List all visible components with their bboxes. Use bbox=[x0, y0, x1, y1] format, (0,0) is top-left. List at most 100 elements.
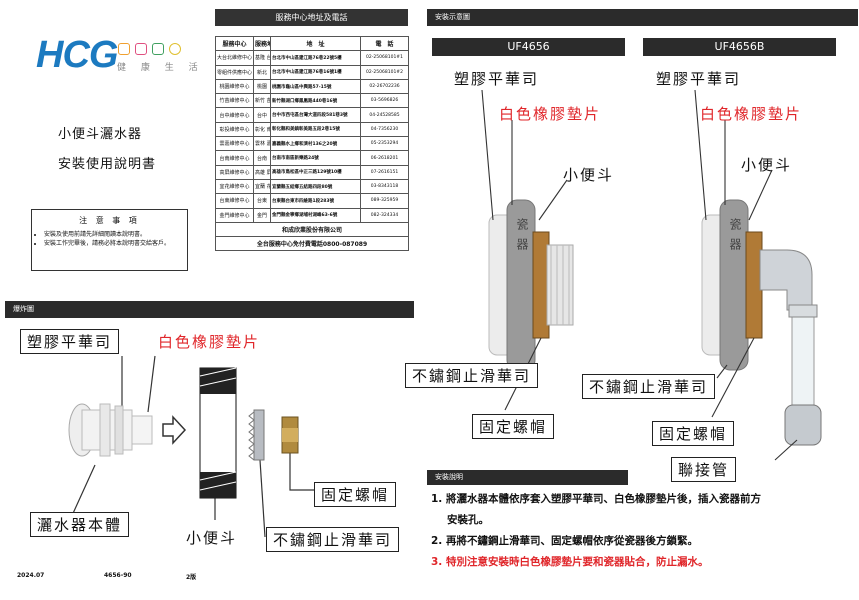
phone-cell: 02-25068101#1 bbox=[360, 50, 409, 66]
label-steel-washer-uf4656b: 不鏽鋼止滑華司 bbox=[582, 374, 716, 399]
region-cell: 彰化 南投 bbox=[253, 121, 271, 138]
leader-line bbox=[694, 89, 707, 221]
address-cell: 桃園市龜山區中興路57-15號 bbox=[270, 78, 361, 95]
region-cell: 台中 bbox=[253, 107, 271, 123]
instructions-steps: 1. 將灑水器本體依序套入塑膠平華司、白色橡膠墊片後，插入瓷器前方 安裝孔。 2… bbox=[431, 489, 841, 573]
ceramic-mark-right: 瓷 器 bbox=[728, 218, 742, 252]
region-cell: 宜蘭 花蓮 bbox=[253, 178, 271, 195]
service-center-cell: 大台北維修中心 bbox=[215, 50, 254, 66]
label-plastic-washer: 塑膠平華司 bbox=[20, 329, 120, 354]
label-urinal-uf4656: 小便斗 bbox=[563, 166, 615, 184]
model-label-uf4656b: UF4656B bbox=[643, 38, 836, 56]
region-cell: 台南 bbox=[253, 150, 271, 166]
service-center-cell: 宜花維修中心 bbox=[215, 178, 254, 195]
leader-line bbox=[748, 169, 773, 221]
brand-tagline: 健 康 生 活 bbox=[117, 63, 204, 73]
table-header-row: 服務中心 服務地區 地 址 電 話 bbox=[215, 35, 409, 52]
service-center-cell: 金門維修中心 bbox=[215, 207, 254, 223]
notice-title: 注 意 事 項 bbox=[79, 216, 140, 225]
footer-code: 4656-90 bbox=[104, 572, 132, 579]
service-center-cell: 桃園維修中心 bbox=[215, 78, 254, 95]
address-cell: 台北市中山區建江路76巷22號5樓 bbox=[270, 50, 361, 66]
urinal-wall-part bbox=[199, 367, 237, 499]
document-title: 小便斗灑水器 bbox=[58, 127, 143, 142]
uf4656-assembly bbox=[488, 199, 574, 371]
brand-icon-2 bbox=[135, 43, 147, 55]
address-cell: 新竹縣湖口鄉鳳凰路440巷16號 bbox=[270, 93, 361, 109]
label-urinal-uf4656b: 小便斗 bbox=[741, 156, 793, 174]
label-steel-washer-uf4656: 不鏽鋼止滑華司 bbox=[405, 363, 539, 388]
instructions-heading: 安裝說明 bbox=[427, 470, 628, 485]
hotline: 全台服務中心免付費電話0800-087089 bbox=[215, 236, 409, 252]
address-cell: 高雄市鳥松區中正三路129號10樓 bbox=[270, 164, 361, 180]
leader-line bbox=[716, 364, 728, 379]
instruction-step: 安裝孔。 bbox=[447, 514, 489, 526]
phone-cell: 05-2353294 bbox=[360, 136, 409, 152]
leader-line bbox=[538, 179, 568, 221]
region-cell: 台東 bbox=[253, 193, 271, 209]
brand-icon-row bbox=[118, 43, 181, 55]
phone-cell: 02-26702236 bbox=[360, 78, 409, 95]
phone-cell: 082-324334 bbox=[360, 207, 409, 223]
region-cell: 新竹 苗栗 bbox=[253, 93, 271, 109]
column-header: 服務地區 bbox=[253, 35, 271, 52]
brand-icon-1 bbox=[118, 43, 130, 55]
label-rubber-gasket-uf4656b: 白色橡膠墊片 bbox=[700, 105, 803, 123]
region-cell: 新北 bbox=[253, 64, 271, 80]
service-center-cell: 台中維修中心 bbox=[215, 107, 254, 123]
address-cell: 台東縣台東市四維路1段283號 bbox=[270, 193, 361, 209]
exploded-heading: 爆炸圖 bbox=[5, 301, 414, 318]
leader-line bbox=[147, 355, 156, 413]
instruction-step: 1. 將灑水器本體依序套入塑膠平華司、白色橡膠墊片後，插入瓷器前方 bbox=[431, 493, 761, 505]
region-cell: 基隆 台北 bbox=[253, 50, 271, 66]
label-rubber-gasket-uf4656: 白色橡膠墊片 bbox=[499, 105, 602, 123]
address-cell: 宜蘭縣五結鄉五結路四段80號 bbox=[270, 178, 361, 195]
brass-nut-part bbox=[281, 416, 299, 454]
uf4656b-assembly bbox=[701, 199, 822, 446]
service-center-cell: 雲嘉維修中心 bbox=[215, 136, 254, 152]
address-cell: 金門縣金寧鄉湖埔村湖峰63-6號 bbox=[270, 207, 361, 223]
leader-line bbox=[289, 440, 315, 491]
leader-line bbox=[774, 439, 798, 461]
region-cell: 高雄 屏東 bbox=[253, 164, 271, 180]
label-nut-uf4656: 固定螺帽 bbox=[472, 414, 555, 439]
address-cell: 嘉義縣水上鄉和濟村136之20號 bbox=[270, 136, 361, 152]
label-nut-uf4656b: 固定螺帽 bbox=[652, 421, 735, 446]
service-center-cell: 台東維修中心 bbox=[215, 193, 254, 209]
address-cell: 彰化縣和美鎮彰美路五段2巷15號 bbox=[270, 121, 361, 138]
phone-cell: 03-5696826 bbox=[360, 93, 409, 109]
service-center-cell: 高屏維修中心 bbox=[215, 164, 254, 180]
hotline-row: 全台服務中心免付費電話0800-087089 bbox=[215, 236, 409, 252]
brand-logo: HCG bbox=[36, 34, 118, 76]
company-name: 和成欣業股份有限公司 bbox=[215, 221, 409, 238]
notice-item: 安裝及使用前請先詳細閱讀本說明書。 bbox=[44, 230, 187, 239]
ceramic-mark-left: 瓷 器 bbox=[515, 218, 529, 252]
install-diagram-heading: 安裝示意圖 bbox=[427, 9, 858, 26]
address-cell: 台中市西屯區台灣大道四段581巷3號 bbox=[270, 107, 361, 123]
column-header: 電 話 bbox=[360, 35, 409, 52]
column-header: 服務中心 bbox=[215, 35, 254, 52]
sprayer-body-part bbox=[68, 403, 153, 457]
service-center-cell: 竹苗維修中心 bbox=[215, 93, 254, 109]
phone-cell: 04-7356230 bbox=[360, 121, 409, 138]
notice-item: 安裝工作完畢後，請務必將本說明書交給客戶。 bbox=[44, 239, 187, 248]
label-urinal: 小便斗 bbox=[186, 529, 238, 547]
instruction-step: 2. 再將不鏽鋼止滑華司、固定螺帽依序從瓷器後方鎖緊。 bbox=[431, 535, 698, 547]
phone-cell: 06-2618201 bbox=[360, 150, 409, 166]
phone-cell: 03-8343118 bbox=[360, 178, 409, 195]
service-center-cell: 彰投維修中心 bbox=[215, 121, 254, 138]
label-sprayer-body: 灑水器本體 bbox=[30, 512, 130, 537]
company-row: 和成欣業股份有限公司 bbox=[215, 221, 409, 238]
